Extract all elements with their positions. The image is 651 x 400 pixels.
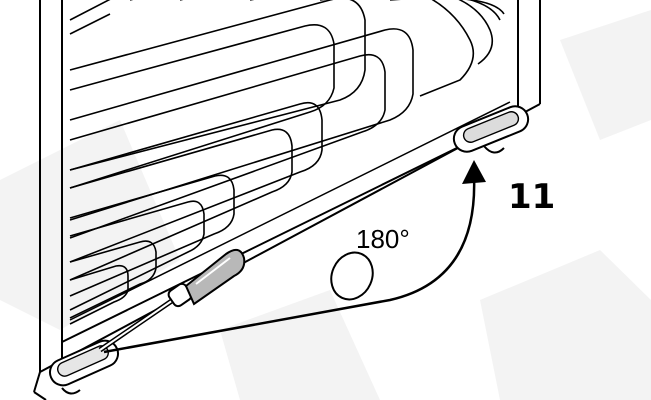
rotation-loop-icon [330,251,374,301]
step-number: 11 [508,177,555,217]
hinge-cover-left [48,339,120,395]
screwdriver-icon [98,248,246,353]
hinge-cover-right [452,105,530,154]
background-watermark [0,10,651,400]
rotation-arrow-icon [103,160,486,354]
door-liner-ridges [69,0,505,325]
rotation-angle-label: 180° [356,224,410,254]
